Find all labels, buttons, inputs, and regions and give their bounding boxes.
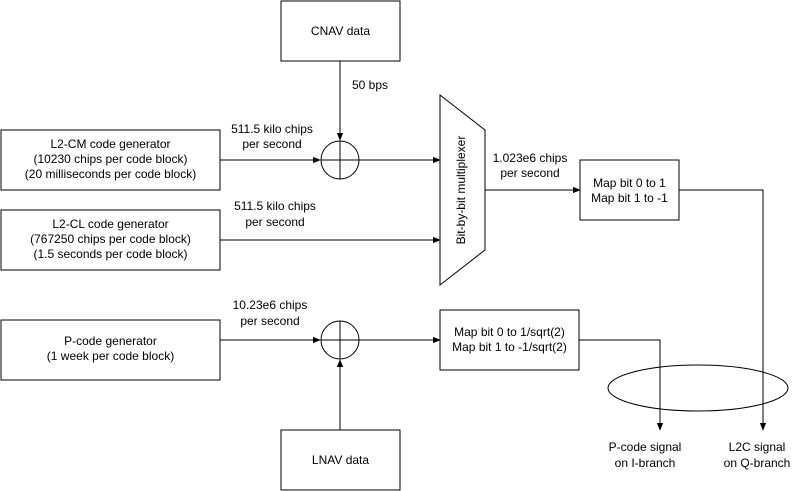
l2cm-line-1: L2-CM code generator xyxy=(50,137,170,151)
map-l2c-line-1: Map bit 0 to 1 xyxy=(593,176,666,190)
l2cl-line-3: (1.5 seconds per code block) xyxy=(33,247,187,261)
pcode-rate-line-1: 10.23e6 chips xyxy=(233,298,308,312)
pcode-line-2: (1 week per code block) xyxy=(47,349,174,363)
arrow-map-to-l2c-output xyxy=(679,189,767,431)
l2cl-rate-line-2: per second xyxy=(245,215,304,229)
map-l2c-box xyxy=(579,159,680,221)
l2cm-rate-line-1: 511.5 kilo chips xyxy=(231,122,313,136)
combiner-ellipse xyxy=(607,364,789,412)
pcode-generator-box xyxy=(0,319,221,381)
p-signal-line-1: P-code signal xyxy=(609,440,682,454)
l2cl-line-1: L2-CL code generator xyxy=(52,217,168,231)
cnav-data-label: CNAV data xyxy=(311,24,370,38)
multiplexer-label: Bit-by-bit multiplexer xyxy=(454,136,468,245)
cnav-data-box xyxy=(280,0,401,62)
xor-circle-bottom xyxy=(320,320,360,360)
l2cm-generator-box xyxy=(0,129,221,191)
map-l2c-line-2: Map bit 1 to -1 xyxy=(591,191,668,205)
multiplexer-shape xyxy=(439,93,486,287)
cnav-rate-label: 50 bps xyxy=(352,78,388,92)
l2c-signal-line-1: L2C signal xyxy=(729,440,786,454)
map-pcode-line-2: Map bit 1 to -1/sqrt(2) xyxy=(452,340,567,354)
l2cl-generator-box xyxy=(0,209,221,271)
pcode-rate-line-2: per second xyxy=(240,314,299,328)
pcode-line-1: P-code generator xyxy=(64,334,157,348)
l2c-signal-line-2: on Q-branch xyxy=(724,456,791,470)
map-pcode-line-1: Map bit 0 to 1/sqrt(2) xyxy=(454,325,565,339)
map-pcode-box xyxy=(439,309,580,371)
l2cl-rate-line-1: 511.5 kilo chips xyxy=(234,199,316,213)
mux-rate-line-1: 1.023e6 chips xyxy=(493,151,568,165)
xor-circle-top xyxy=(320,140,360,180)
lnav-data-label: LNAV data xyxy=(312,453,369,467)
p-signal-line-2: on I-branch xyxy=(615,456,676,470)
lnav-data-box xyxy=(280,429,401,491)
mux-rate-line-2: per second xyxy=(500,166,559,180)
l2cm-line-3: (20 milliseconds per code block) xyxy=(25,167,196,181)
l2cl-line-2: (767250 chips per code block) xyxy=(30,232,191,246)
arrow-pmap-to-p-output xyxy=(579,339,664,431)
l2cm-line-2: (10230 chips per code block) xyxy=(33,152,187,166)
l2cm-rate-line-2: per second xyxy=(242,137,301,151)
